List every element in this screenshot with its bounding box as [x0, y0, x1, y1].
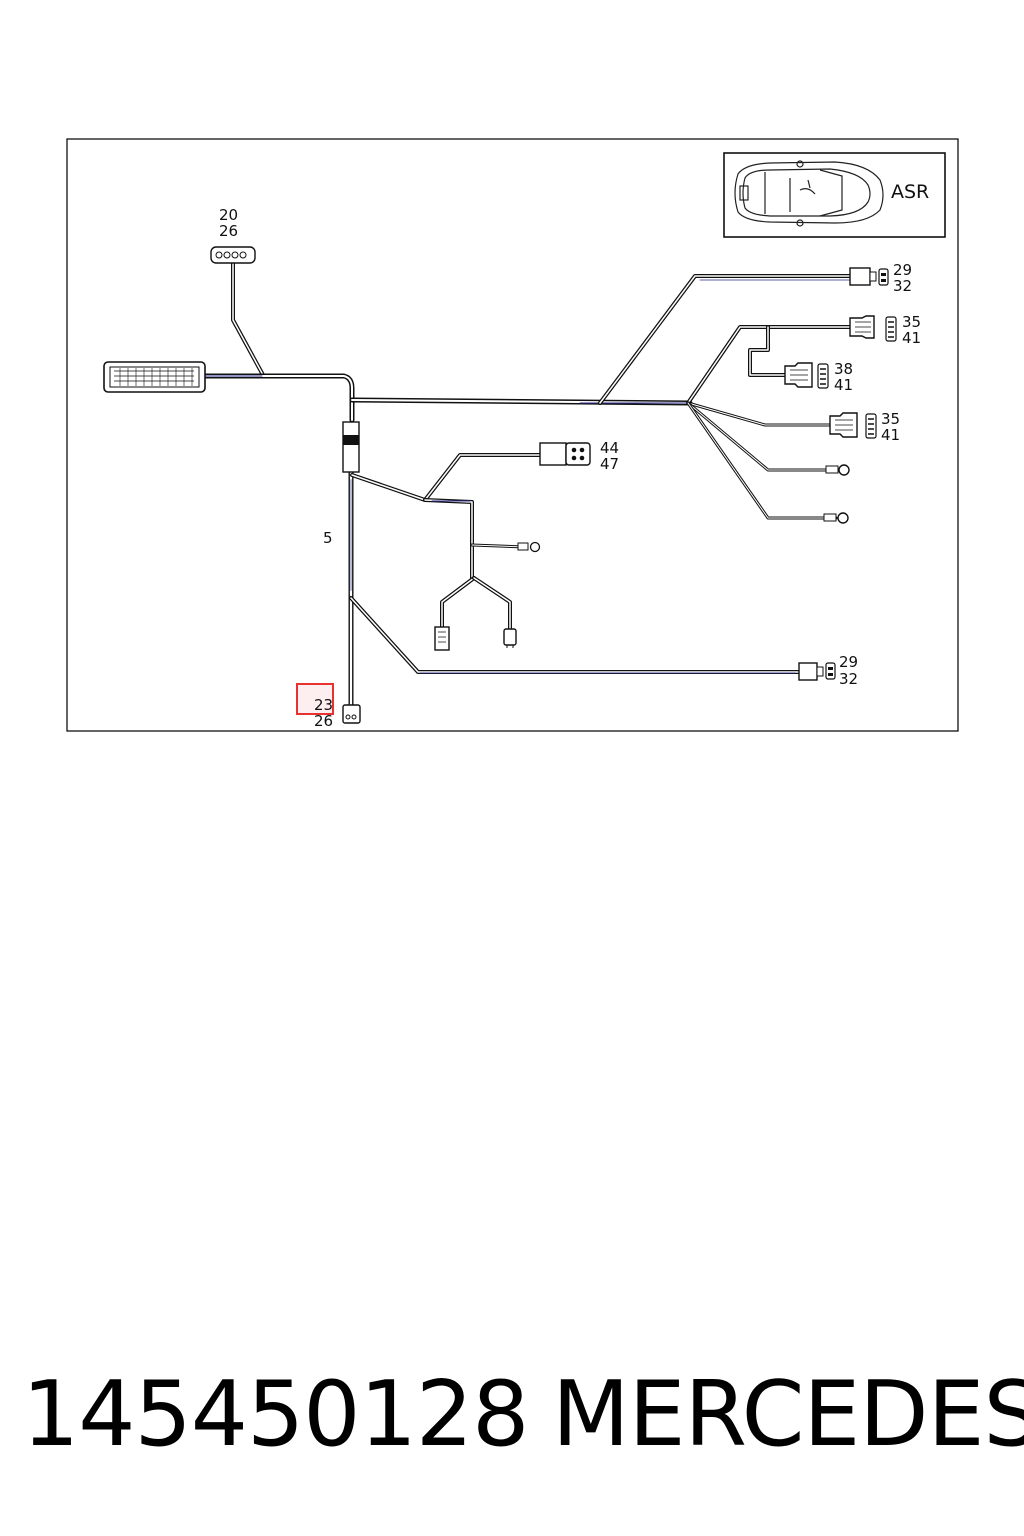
callout-29-32-bottom: 29 32	[839, 653, 858, 688]
callout-number: 32	[839, 670, 858, 688]
callout-20-26: 20 26	[219, 206, 238, 240]
car-icon	[734, 160, 884, 227]
callout-number: 32	[893, 277, 912, 295]
connector-35-41-b[interactable]	[829, 412, 877, 439]
asr-label: ASR	[891, 181, 929, 203]
wire-44-47	[350, 453, 542, 502]
wire-sub-left	[440, 576, 476, 630]
highlight-box	[296, 683, 334, 715]
callout-number: 44	[600, 439, 619, 457]
connector-29-32-bottom[interactable]	[798, 662, 836, 681]
ring-terminal-1[interactable]	[825, 464, 850, 476]
callout-number: 38	[834, 360, 853, 378]
connector-sub-right[interactable]	[503, 628, 517, 648]
wire-left-module	[202, 373, 355, 423]
brand-name: MERCEDES	[552, 1362, 1024, 1467]
callout-5: 5	[323, 529, 333, 547]
callout-23-26: 23 26	[314, 696, 333, 730]
callout-38-41: 38 41	[834, 360, 853, 394]
connector-44-47[interactable]	[539, 442, 591, 466]
connector-20-26[interactable]	[210, 246, 256, 264]
connector-29-32-top[interactable]	[849, 267, 889, 286]
part-number: 145450128	[22, 1362, 529, 1467]
connector-23-26[interactable]	[342, 704, 361, 724]
connector-main-module[interactable]	[103, 361, 206, 393]
harness-wires	[202, 260, 852, 708]
wire-sub-branch	[423, 498, 474, 580]
wire-sub-right	[472, 576, 512, 632]
callout-number: 29	[893, 261, 912, 279]
callout-number: 41	[834, 376, 853, 394]
connector-35-41-a[interactable]	[849, 315, 897, 342]
junction-sleeve	[342, 421, 360, 473]
callout-number: 23	[314, 696, 333, 714]
connector-38-41[interactable]	[784, 362, 829, 389]
callout-number: 26	[314, 712, 333, 730]
callout-number: 35	[881, 410, 900, 428]
callout-number: 41	[902, 329, 921, 347]
wire-20-26	[231, 260, 265, 377]
callout-35-41-a: 35 41	[902, 313, 921, 347]
callout-35-41-b: 35 41	[881, 410, 900, 444]
wire-29-32-bottom	[349, 596, 802, 674]
callout-29-32-top: 29 32	[893, 261, 912, 295]
callout-number: 20	[219, 206, 238, 224]
diagram-frame	[66, 138, 959, 732]
callout-number: 35	[902, 313, 921, 331]
connector-sub-left[interactable]	[434, 626, 450, 651]
callout-44-47: 44 47	[600, 439, 619, 473]
ring-terminal-sub[interactable]	[517, 541, 541, 553]
wiring-harness-diagram: ASR	[66, 138, 959, 732]
ring-terminal-2[interactable]	[823, 512, 849, 524]
footer-caption: 145450128 MERCEDES	[0, 1360, 1024, 1470]
callout-number: 29	[839, 653, 858, 671]
callout-number: 47	[600, 455, 619, 473]
asr-inset: ASR	[723, 152, 946, 238]
callout-number: 26	[219, 222, 238, 240]
callout-number: 41	[881, 426, 900, 444]
